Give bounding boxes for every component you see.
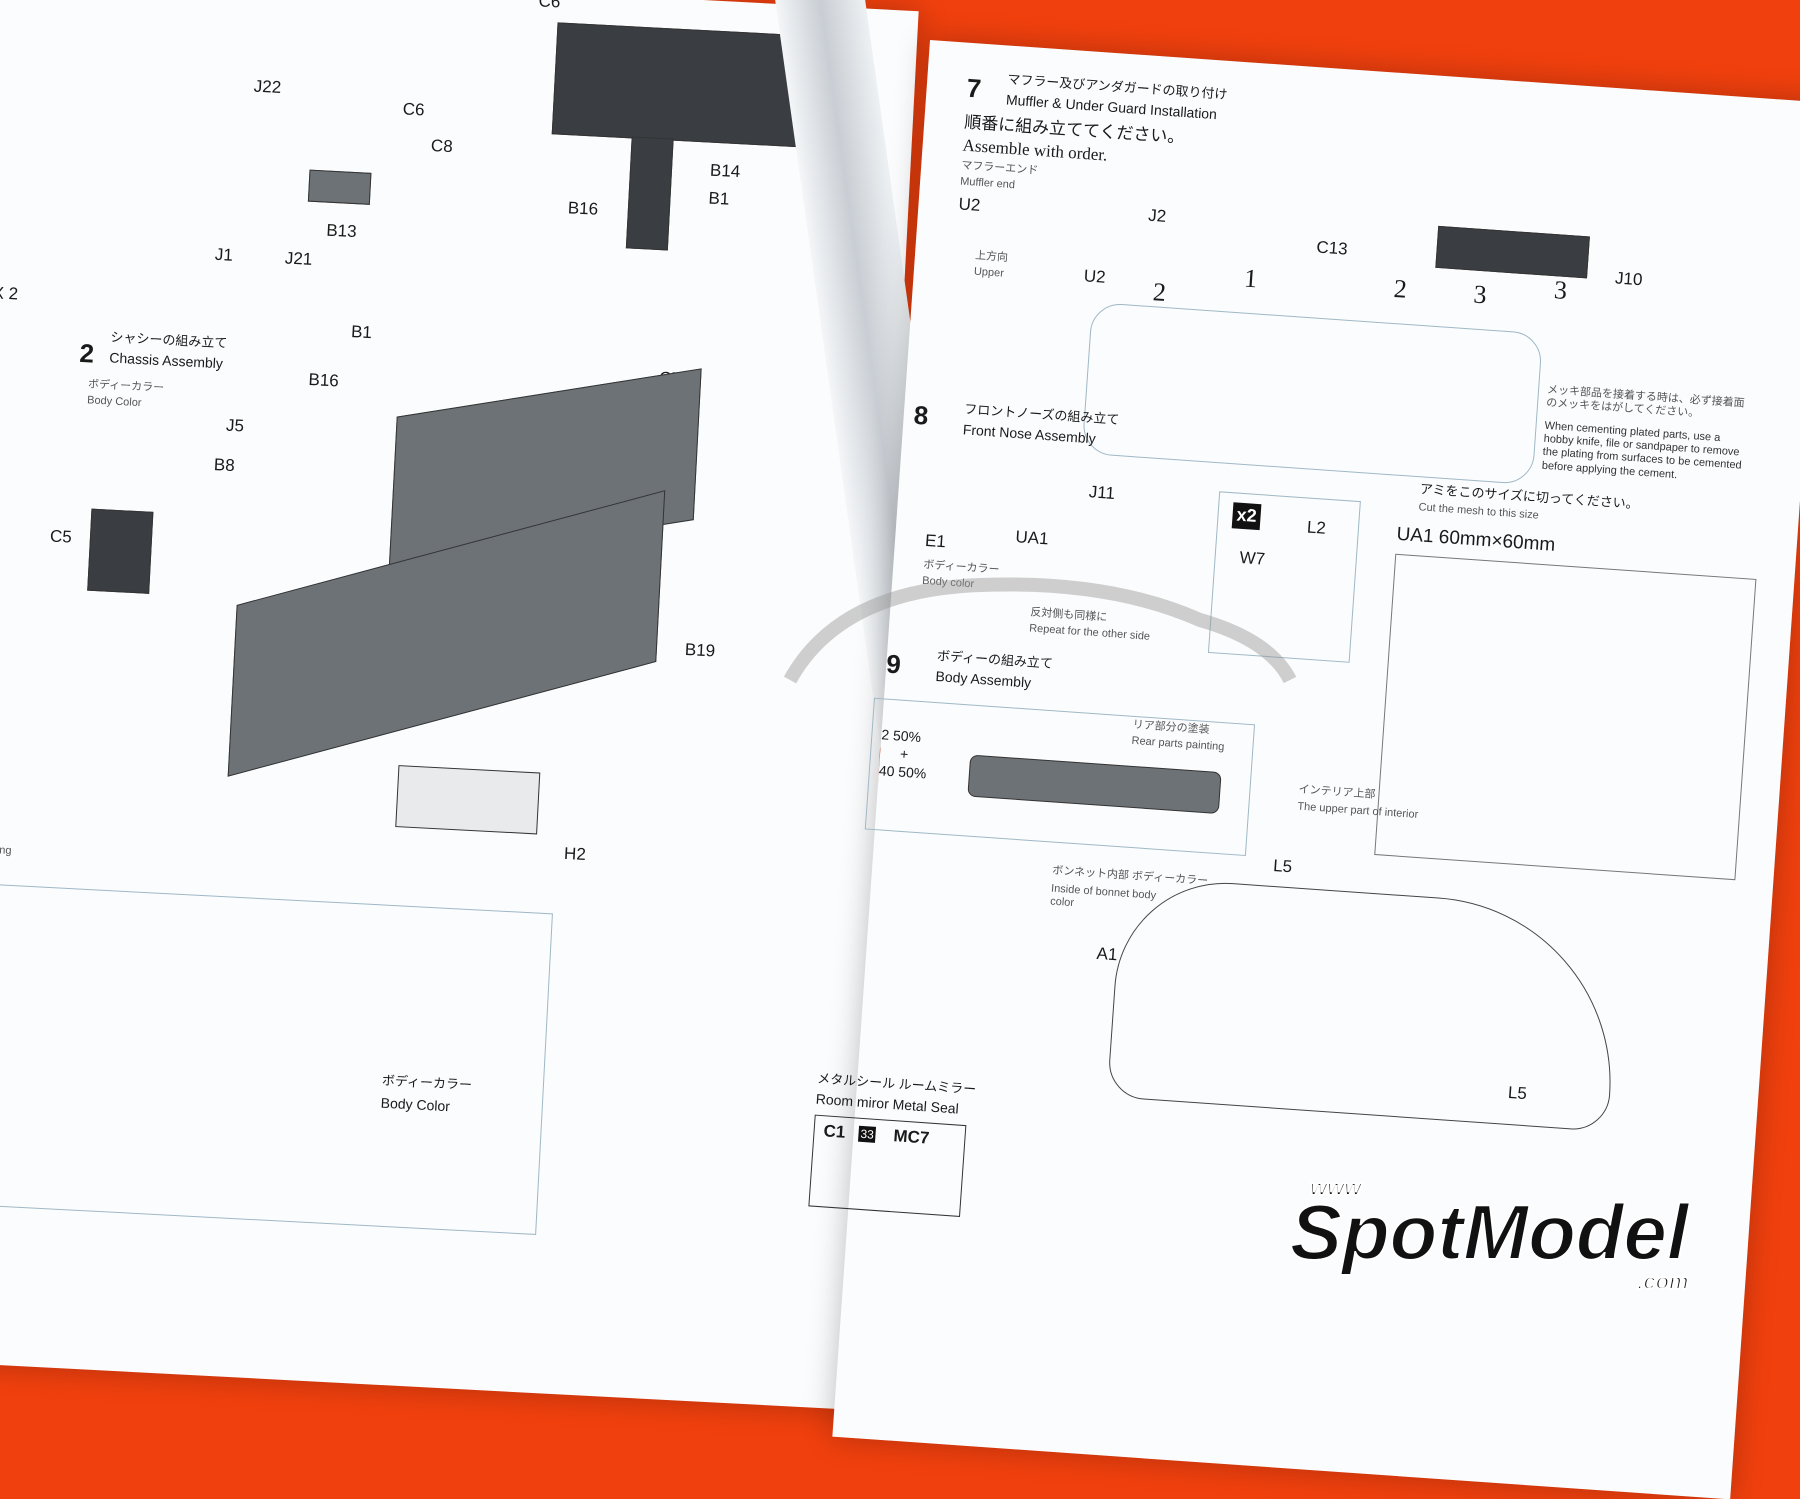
upper-en: Upper xyxy=(973,265,1005,280)
part-label: A1 xyxy=(1096,943,1119,965)
chassis-drawing xyxy=(1081,301,1544,486)
watermark-car-swoosh xyxy=(783,577,1297,684)
mesh-size: UA1 60mm×60mm xyxy=(1395,523,1556,556)
order-number: 3 xyxy=(1553,275,1569,306)
quantity-badge: x2 xyxy=(1231,502,1262,530)
color-note-en: Body Color xyxy=(86,394,142,410)
mesh-note-en: Cut the mesh to this size xyxy=(1418,501,1540,522)
part-label: C8 xyxy=(430,135,454,157)
part-label: B1 xyxy=(350,322,373,343)
muffler-end-en: Muffler end xyxy=(959,175,1016,192)
part-label: B16 xyxy=(308,369,340,391)
paint-mix-plus: + xyxy=(899,745,909,763)
step-title-en: Front Nose Assembly xyxy=(962,421,1097,447)
mesh-template-box xyxy=(1374,553,1757,881)
step-title-jp: シャシーの組み立て xyxy=(110,329,228,351)
body-color-en: Body Color xyxy=(380,1094,451,1115)
part-label: B19 xyxy=(684,639,716,661)
part-label: L5 xyxy=(1507,1082,1528,1104)
order-number: 2 xyxy=(1392,273,1408,304)
part-label: B16 xyxy=(567,198,599,219)
step-title-en: Chassis Assembly xyxy=(109,349,224,372)
part-label: B13 xyxy=(325,220,358,242)
quantity-label: X 2 xyxy=(0,283,19,304)
part-b13-drawing xyxy=(307,169,372,205)
part-label: U2 xyxy=(1083,266,1107,287)
radiator-drawing xyxy=(87,508,154,594)
dashboard-column-drawing xyxy=(625,136,674,251)
paint-mix-2: 40 50% xyxy=(878,762,927,782)
part-label: E1 xyxy=(924,530,947,552)
part-label: C13 xyxy=(1315,237,1349,259)
part-label: J2 xyxy=(1147,205,1167,226)
part-label: J10 xyxy=(1614,268,1644,290)
plating-note-en: When cementing plated parts, use a hobby… xyxy=(1541,419,1743,481)
part-label: J11 xyxy=(1088,482,1116,503)
order-number: 1 xyxy=(1243,263,1259,294)
dashboard-drawing xyxy=(551,22,820,148)
part-label: B14 xyxy=(709,160,741,182)
watermark-center-graphic xyxy=(783,577,1297,684)
part-label: C1 xyxy=(822,1121,846,1142)
part-label: U2 xyxy=(957,194,981,215)
part-label: J1 xyxy=(214,244,234,265)
upper-jp: 上方向 xyxy=(974,249,1009,264)
under-guard-drawing xyxy=(1435,225,1590,279)
step-number: 2 xyxy=(78,337,95,369)
color-code: 33 xyxy=(857,1125,877,1144)
logo-www: www xyxy=(1309,1174,1362,1200)
car-body-drawing xyxy=(1106,875,1623,1132)
part-label: B8 xyxy=(213,455,236,476)
paint-mix-1: 2 50% xyxy=(880,726,922,746)
part-label: J21 xyxy=(284,248,313,269)
painting-note: om Painting xyxy=(0,842,12,857)
color-note-jp: ボディーカラー xyxy=(87,378,165,395)
muffler-end-jp: マフラーエンド xyxy=(960,159,1039,177)
part-label: H2 xyxy=(563,843,587,865)
step-number: 8 xyxy=(912,399,930,431)
logo-brand: SpotModel xyxy=(1289,1188,1690,1276)
underbody-panel xyxy=(0,880,553,1235)
order-number: 3 xyxy=(1472,279,1488,310)
part-h2-drawing xyxy=(395,765,541,835)
part-label: B1 xyxy=(708,188,730,209)
order-number: 2 xyxy=(1151,277,1167,308)
part-label: C6 xyxy=(538,0,561,12)
part-label: C5 xyxy=(49,526,73,547)
part-label: J5 xyxy=(225,415,245,436)
part-label: J22 xyxy=(253,76,282,98)
part-label: L5 xyxy=(1272,855,1293,877)
spotmodel-logo: www SpotModel .com xyxy=(1289,1174,1690,1294)
part-label: UA1 xyxy=(1014,527,1050,549)
interior-jp: インテリア上部 xyxy=(1298,783,1376,801)
plating-note-jp: メッキ部品を接着する時は、必ず接着面のメッキをはがしてください。 xyxy=(1545,383,1746,420)
part-label: L2 xyxy=(1306,517,1327,538)
part-label: MC7 xyxy=(892,1126,930,1148)
part-label: C6 xyxy=(402,99,426,120)
step-number: 7 xyxy=(965,72,983,104)
logo-tld: .com xyxy=(1636,1268,1689,1294)
left-instruction-page: J22 C6 C8 B13 J1 J21 C6 B14 B1 B16 2 シャシ… xyxy=(0,0,919,1410)
